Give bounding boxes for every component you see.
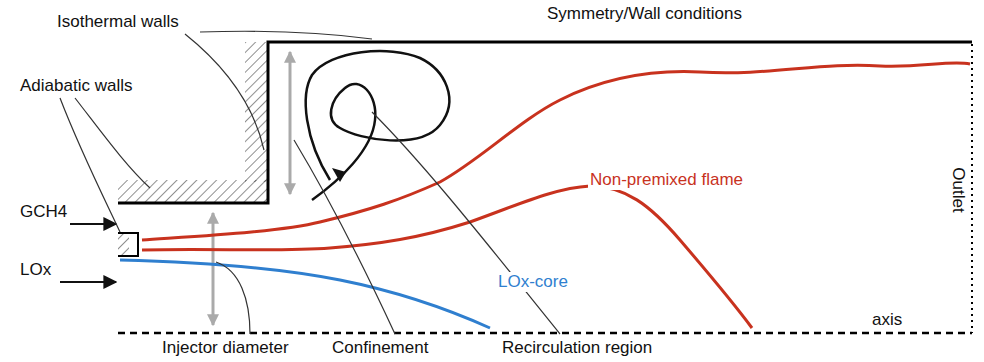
recirculation-loop <box>306 51 449 200</box>
leader-line <box>200 31 372 39</box>
injector-dimension <box>212 213 215 325</box>
leader-line <box>75 98 150 188</box>
injector-lip <box>118 233 138 256</box>
outlet-line <box>971 44 973 333</box>
part-label: Recirculation region <box>500 338 654 358</box>
wall-hatch <box>118 180 268 203</box>
part-label: Confinement <box>330 338 430 358</box>
flame-front <box>142 186 752 328</box>
leader-line <box>185 34 264 150</box>
confinement-dimension <box>289 52 292 194</box>
axis-label: axis <box>870 310 904 330</box>
flame-label: Non-premixed flame <box>588 170 745 190</box>
injector-hatch <box>118 234 129 256</box>
wall-label: Adiabatic walls <box>18 76 134 96</box>
axis-line <box>118 332 972 335</box>
wall-label: Isothermal walls <box>55 12 181 32</box>
wall-hatch <box>245 42 268 182</box>
boundary-label: Symmetry/Wall conditions <box>545 4 744 24</box>
core-label: LOx-core <box>496 272 570 292</box>
lox-core-line <box>120 260 490 328</box>
part-label: Injector diameter <box>160 338 291 358</box>
inlet-label: LOx <box>18 260 53 280</box>
leader-line <box>372 112 560 334</box>
inlet-arrow <box>60 281 116 283</box>
flame-front <box>142 63 970 240</box>
outlet-label: Outlet <box>948 165 968 214</box>
inlet-arrow <box>70 223 116 225</box>
leader-line <box>294 140 395 334</box>
leader-line <box>216 262 250 334</box>
inlet-label: GCH4 <box>18 202 69 222</box>
recirculation-arrowhead <box>332 168 346 182</box>
